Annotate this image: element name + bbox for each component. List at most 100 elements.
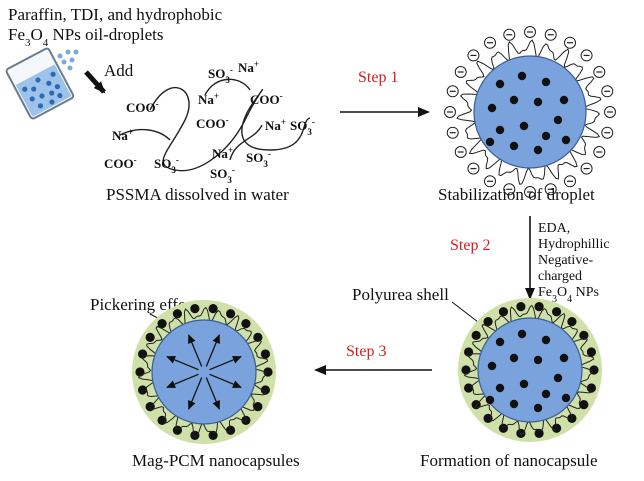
chem-so3-5: SO3-	[210, 165, 235, 185]
shell-nanoparticle	[516, 302, 526, 312]
shell-nanoparticle	[190, 430, 200, 440]
shell-nanoparticle	[208, 304, 218, 314]
core-nanoparticle	[495, 383, 505, 393]
core-nanoparticle	[509, 353, 519, 363]
shell-nanoparticle	[241, 319, 251, 329]
core-nanoparticle	[519, 379, 529, 389]
chem-na-5: Na+	[212, 145, 233, 161]
stabilization-label: Stabilization of droplet	[438, 185, 595, 204]
add-arrow	[84, 70, 106, 94]
shell-nanoparticle	[498, 307, 509, 317]
shell-nanoparticle	[190, 304, 200, 314]
svg-text:charged: charged	[538, 269, 582, 284]
step1-label: Step 1	[358, 69, 398, 86]
nanoparticle	[559, 95, 569, 105]
nanoparticle	[485, 137, 495, 147]
stabilized-droplet	[444, 26, 616, 198]
shell-nanoparticle	[137, 385, 148, 395]
beaker-icon	[5, 47, 75, 120]
radial-arrow	[205, 334, 220, 367]
radial-arrow	[188, 334, 203, 367]
core-nanoparticle	[495, 337, 505, 347]
chem-na-3: Na+	[112, 127, 133, 143]
shell-nanoparticle	[463, 383, 474, 393]
core-nanoparticle	[553, 373, 563, 383]
shell-nanoparticle	[586, 383, 597, 393]
oil-droplet-title-line1: Paraffin, TDI, and hydrophobic	[8, 5, 223, 24]
shell-nanoparticle	[208, 430, 218, 440]
chem-na-4: Na+	[265, 117, 286, 133]
shell-nanoparticle	[260, 385, 271, 395]
pssma-polymer-chain	[119, 78, 311, 172]
polyurea-shell-label: Polyurea shell	[352, 285, 449, 304]
chem-coo-1: COO-	[126, 99, 159, 115]
shell-nanoparticle	[516, 428, 526, 438]
chem-so3-4: SO3-	[246, 149, 271, 169]
chem-so3-1: SO3-	[208, 65, 233, 85]
nanoparticle	[533, 145, 543, 155]
nanoparticle	[561, 135, 571, 145]
shell-nanoparticle	[471, 330, 481, 340]
core-nanoparticle	[509, 399, 519, 409]
svg-text:Hydrophillic: Hydrophillic	[538, 237, 610, 252]
shell-nanoparticle	[534, 302, 544, 312]
pssma-label: PSSMA dissolved in water	[106, 185, 289, 204]
shell-nanoparticle	[260, 349, 271, 359]
shell-nanoparticle	[551, 307, 562, 317]
shell-polymer	[463, 304, 595, 436]
core-nanoparticle	[541, 389, 551, 399]
shell-nanoparticle	[145, 332, 155, 342]
shell-nanoparticle	[586, 347, 597, 357]
polymer-corona	[456, 39, 602, 185]
mag-pcm-label: Mag-PCM nanocapsules	[132, 451, 300, 470]
core-nanoparticle	[561, 393, 571, 403]
shell-nanoparticle	[253, 332, 263, 342]
shell-nanoparticle	[483, 317, 493, 327]
chem-so3-3: SO3-	[154, 155, 179, 175]
shell-nanoparticle	[498, 423, 509, 433]
shell-nanoparticle	[253, 402, 263, 412]
core-nanoparticle	[487, 361, 497, 371]
radial-arrow	[166, 373, 199, 388]
nanocapsule-core	[477, 317, 583, 423]
shell-nanoparticle	[172, 309, 183, 319]
core-nanoparticle	[485, 395, 495, 405]
shell-strand	[137, 306, 269, 438]
pouring-droplets	[57, 49, 79, 71]
shell-nanoparticle	[534, 428, 544, 438]
nanoparticle	[517, 71, 527, 81]
formation-label: Formation of nanocapsule	[420, 451, 598, 470]
shell-nanoparticle	[567, 317, 577, 327]
nanoparticle	[495, 79, 505, 89]
nanoparticle	[553, 115, 563, 125]
nanoparticle	[519, 121, 529, 131]
radial-arrow	[188, 377, 203, 410]
nanoparticle	[533, 97, 543, 107]
mag-pcm-capsule	[132, 300, 276, 444]
chem-na-2: Na+	[238, 59, 259, 75]
core-nanoparticle	[533, 403, 543, 413]
svg-text:Negative-: Negative-	[538, 253, 594, 268]
nanocapsule	[458, 298, 602, 442]
chem-coo-3: COO-	[196, 115, 229, 131]
nanoparticle	[509, 141, 519, 151]
nanoparticle	[509, 95, 519, 105]
nanoparticle	[541, 77, 551, 87]
shell-nanoparticle	[172, 425, 183, 435]
step3-label: Step 3	[346, 343, 386, 360]
shell-strand	[463, 304, 595, 436]
shell-nanoparticle	[225, 425, 236, 435]
fe3o4-nanoparticles	[485, 71, 571, 155]
mag-pcm-shell-polymer	[137, 306, 269, 438]
chem-na-1: Na+	[198, 91, 219, 107]
shell-nanoparticle	[551, 423, 562, 433]
radial-arrow	[209, 373, 242, 388]
radial-migration-arrows	[166, 334, 242, 410]
shell-nanoparticle	[157, 319, 167, 329]
shell-nanoparticle	[579, 330, 589, 340]
chem-so3-2: SO3-	[290, 117, 315, 137]
step2-conditions: EDA, Hydrophillic Negative- charged Fe3O…	[538, 221, 610, 305]
core-nanoparticle	[517, 329, 527, 339]
